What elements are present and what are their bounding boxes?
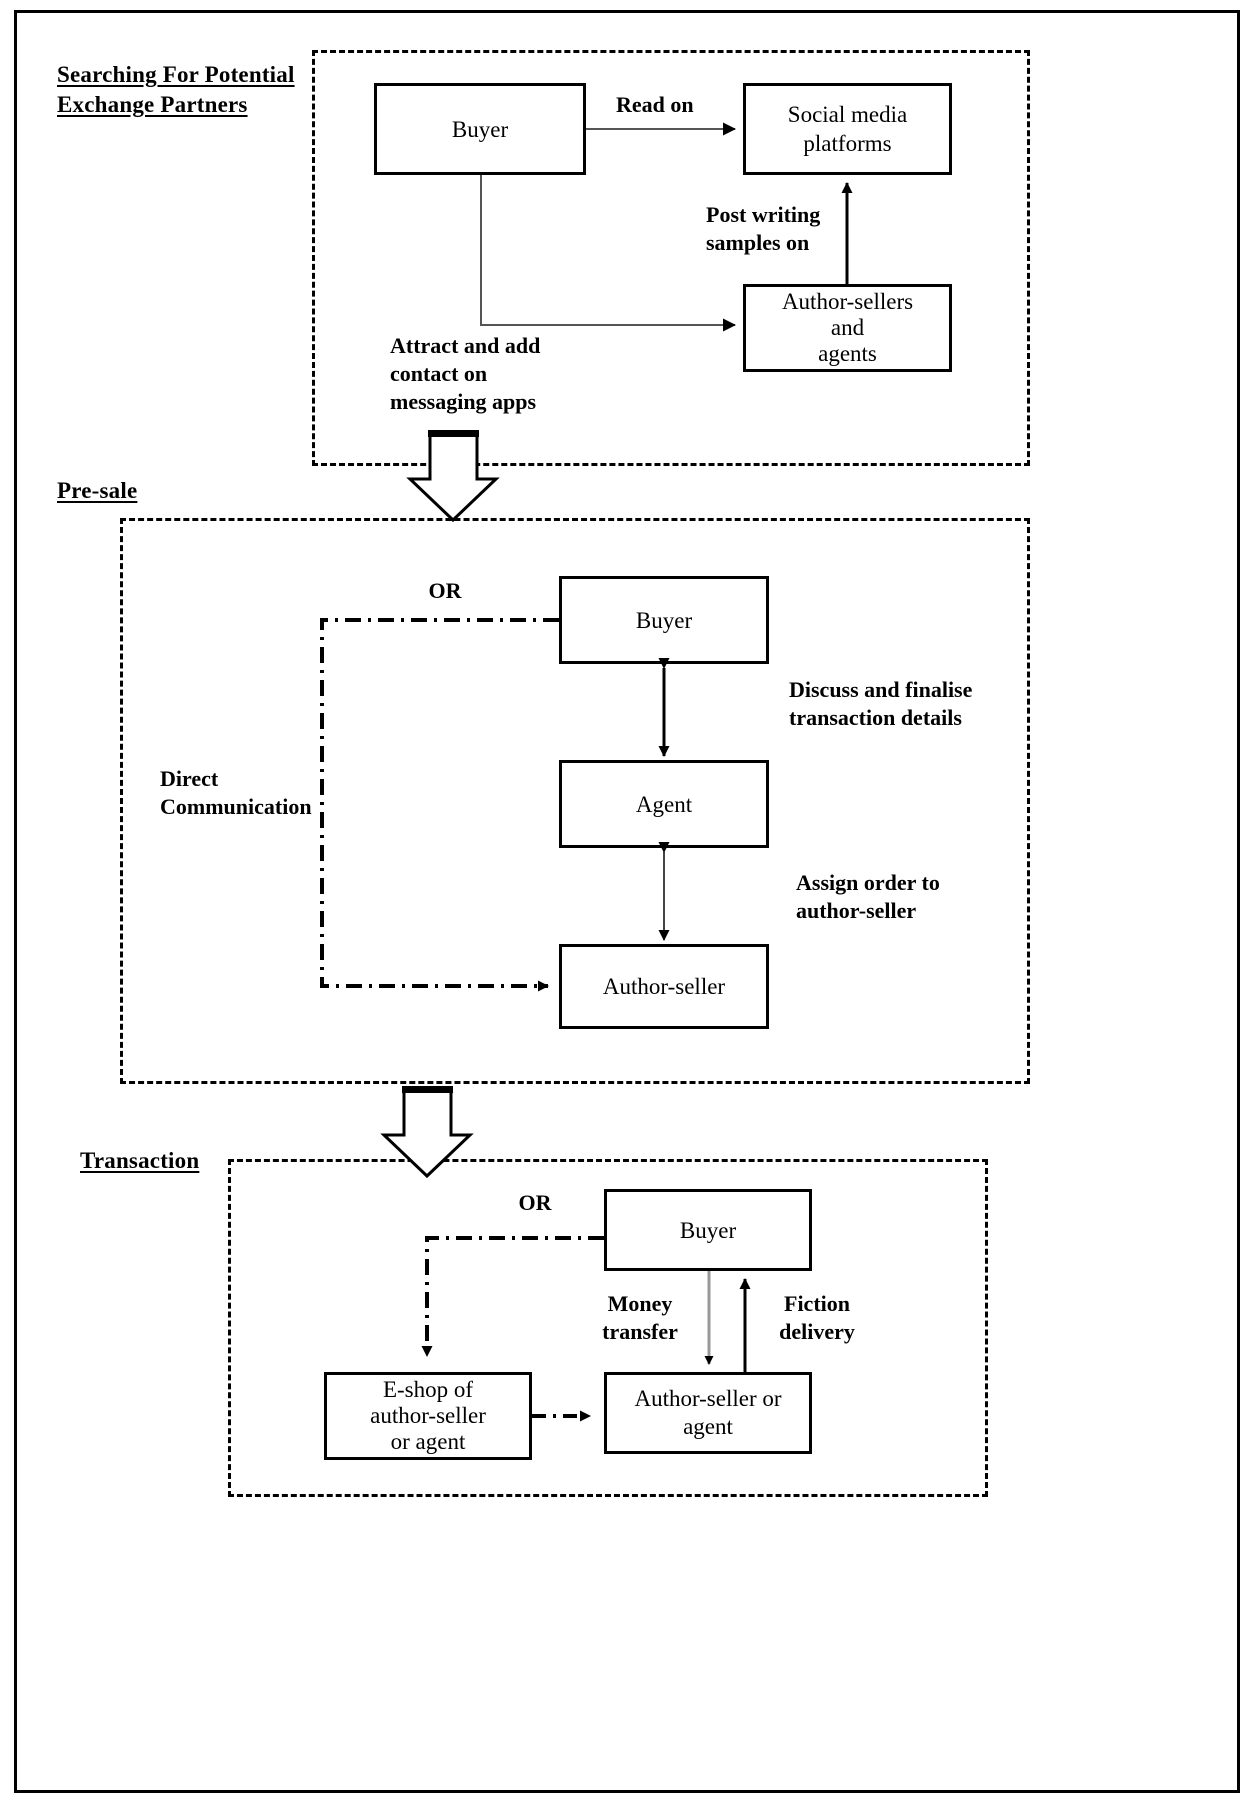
node-label: Author-seller bbox=[602, 974, 726, 999]
stage-label-searching-line2: Exchange Partners bbox=[57, 92, 248, 117]
stage-region-transaction bbox=[228, 1159, 988, 1497]
node-label: Buyer bbox=[451, 116, 509, 142]
edge-label-discuss-and-finalise: Discuss and finalise transaction details bbox=[789, 677, 973, 730]
node-buyer-transaction[interactable]: Buyer bbox=[604, 1189, 812, 1271]
outer-border bbox=[14, 10, 1240, 1793]
edge-label-read-on: Read on bbox=[616, 92, 694, 117]
stage-label-searching-line1: Searching For Potential bbox=[57, 62, 295, 87]
node-author-seller-or-agent[interactable]: Author-seller or agent bbox=[604, 1372, 812, 1454]
node-label-line2: platforms bbox=[803, 131, 892, 156]
edge-label-fiction-delivery: Fiction delivery bbox=[779, 1291, 855, 1344]
node-label-line3: agents bbox=[818, 341, 877, 366]
node-agent[interactable]: Agent bbox=[559, 760, 769, 848]
node-author-seller-presale[interactable]: Author-seller bbox=[559, 944, 769, 1029]
node-label-line1: E-shop of bbox=[382, 1377, 474, 1402]
stage-label-presale: Pre-sale bbox=[57, 478, 138, 503]
or-label-transaction: OR bbox=[518, 1190, 552, 1215]
or-label-presale: OR bbox=[428, 578, 462, 603]
stage-label-searching: Searching For Potential Exchange Partner… bbox=[57, 60, 337, 120]
node-label: Agent bbox=[635, 791, 693, 817]
node-buyer-searching[interactable]: Buyer bbox=[374, 83, 586, 175]
edge-label-money-transfer: Money transfer bbox=[602, 1291, 678, 1344]
node-label-line1: Author-sellers bbox=[781, 289, 914, 314]
node-label-line1: Author-seller or bbox=[634, 1386, 782, 1411]
stage-region-presale bbox=[120, 518, 1030, 1084]
node-label-line2: and bbox=[830, 315, 865, 340]
annotation-direct-communication: Direct Communication bbox=[160, 766, 312, 819]
node-label: Buyer bbox=[679, 1217, 737, 1243]
stage-region-searching bbox=[312, 50, 1030, 466]
edge-label-assign-order: Assign order to author-seller bbox=[796, 870, 940, 923]
node-label-line1: Social media bbox=[787, 102, 908, 127]
node-author-sellers-and-agents[interactable]: Author-sellers and agents bbox=[743, 284, 952, 372]
node-label-line3: or agent bbox=[390, 1429, 466, 1454]
node-label: Buyer bbox=[635, 607, 693, 633]
node-label-line2: author-seller bbox=[370, 1403, 486, 1428]
node-label-line2: agent bbox=[683, 1414, 733, 1439]
node-social-media-platforms[interactable]: Social media platforms bbox=[743, 83, 952, 175]
edge-label-post-writing-samples-on: Post writing samples on bbox=[706, 202, 821, 255]
edge-label-attract-and-add-contact: Attract and add contact on messaging app… bbox=[390, 333, 541, 414]
node-eshop[interactable]: E-shop of author-seller or agent bbox=[324, 1372, 532, 1460]
stage-label-transaction: Transaction bbox=[80, 1148, 200, 1173]
node-buyer-presale[interactable]: Buyer bbox=[559, 576, 769, 664]
